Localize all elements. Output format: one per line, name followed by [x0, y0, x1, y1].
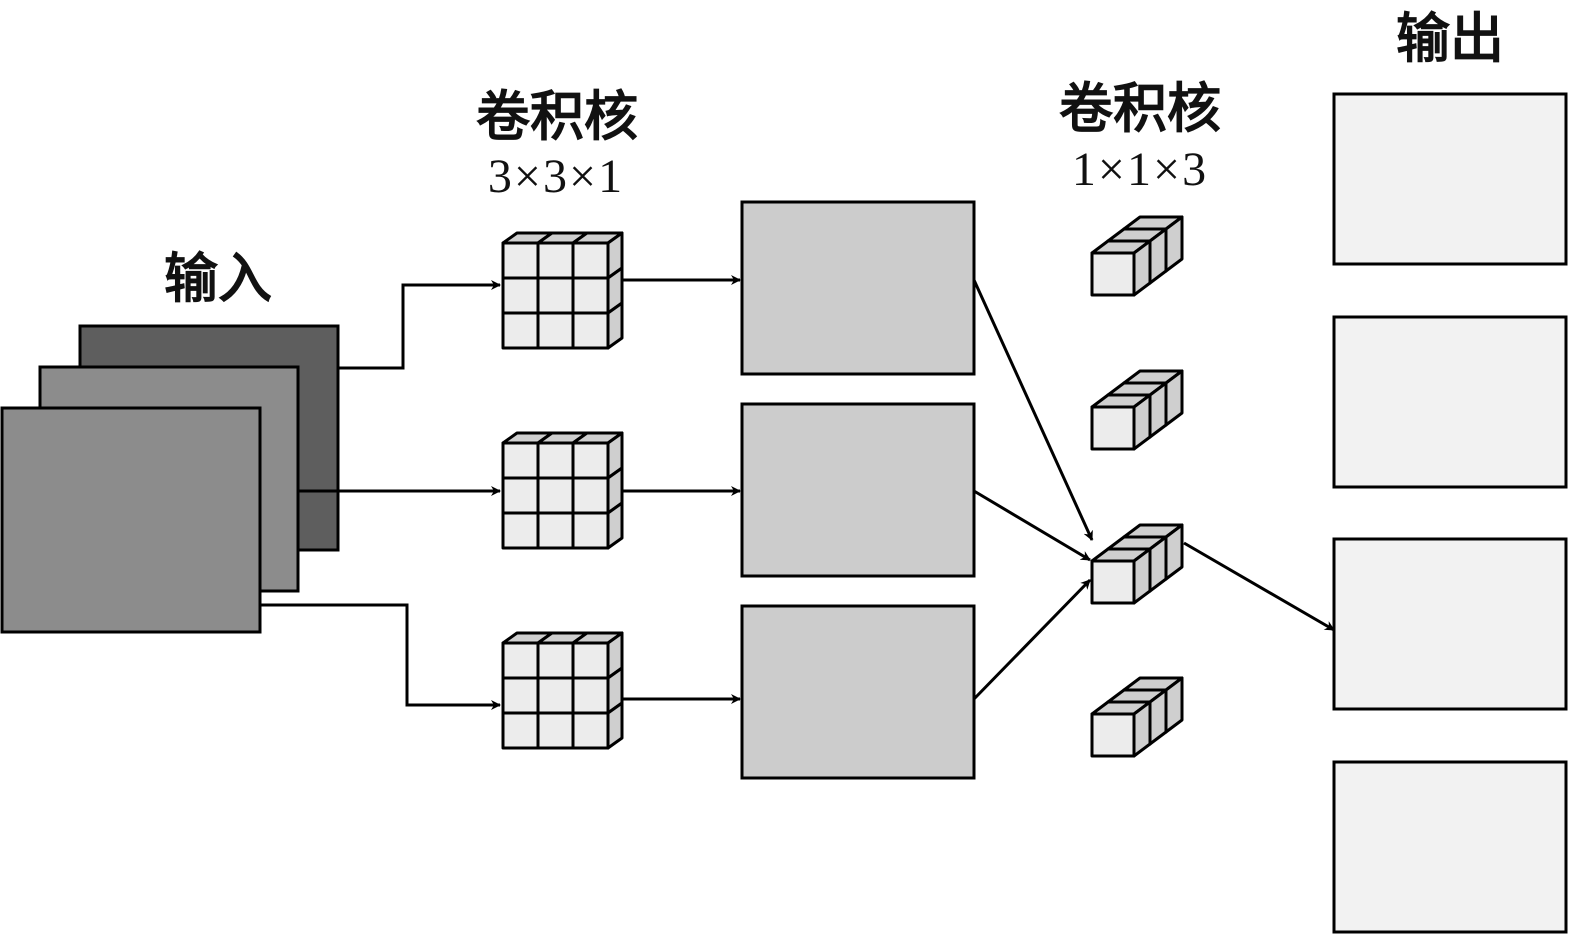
pointwise-kernel-3 — [1090, 523, 1184, 605]
kernel-cell — [501, 476, 540, 515]
kernel-cell — [571, 476, 610, 515]
kernel-3x3-label: 卷积核 — [476, 85, 638, 148]
kernel-cell — [571, 711, 610, 750]
output-label: 输出 — [1396, 7, 1504, 70]
kernel-side-cell — [606, 501, 624, 550]
output-map-2 — [1332, 315, 1568, 489]
input-connectors — [260, 280, 501, 710]
kernel-1x1-dims: 1×1×3 — [1071, 143, 1209, 196]
kernel-cell — [501, 241, 540, 280]
output-map-1 — [1332, 92, 1568, 266]
pointwise-kernel-2 — [1090, 369, 1184, 451]
connector-bottom — [260, 603, 501, 710]
converging-arrows — [972, 279, 1335, 701]
input-label: 输入 — [164, 247, 272, 310]
output-map-3 — [1332, 537, 1568, 711]
kernel-cell — [536, 476, 575, 515]
kernel-cell — [501, 276, 540, 315]
arrow-map1-pointwise — [972, 279, 1094, 541]
kernel-cell — [571, 641, 610, 680]
kernel-cell — [536, 511, 575, 550]
kernel-cell — [536, 311, 575, 350]
arrow-map2-pointwise — [973, 489, 1091, 562]
kernel-cell — [536, 641, 575, 680]
kernel-side-cell — [606, 701, 624, 750]
kernel-cell — [571, 511, 610, 550]
kernel-cell — [501, 711, 540, 750]
connector-top — [338, 280, 501, 370]
kernel-1x1-label: 卷积核 — [1059, 77, 1221, 140]
kernel-cell — [536, 711, 575, 750]
kernel-cell — [571, 441, 610, 480]
cube-front — [1090, 251, 1136, 297]
kernel-cell — [571, 241, 610, 280]
kernel-cell — [536, 441, 575, 480]
arrow-map3-pointwise — [972, 578, 1092, 701]
kernel-cell — [501, 511, 540, 550]
kernel-side-cell — [606, 301, 624, 350]
kernel-3x3-dims: 3×3×1 — [487, 150, 625, 203]
cube-front — [1090, 712, 1136, 758]
kernel-cell — [571, 676, 610, 715]
feature-map-1 — [740, 200, 976, 376]
feature-map-3 — [740, 604, 976, 780]
pointwise-kernels — [1090, 215, 1184, 758]
input-channel-1 — [0, 406, 262, 634]
kernel-cell — [536, 241, 575, 280]
kernel-cell — [501, 311, 540, 350]
intermediate-maps — [740, 200, 976, 780]
kernel-cell — [536, 276, 575, 315]
kernel-cell — [501, 641, 540, 680]
cube-front — [1090, 405, 1136, 451]
depthwise-kernel-3 — [501, 631, 624, 750]
kernel-cell — [501, 676, 540, 715]
depthwise-kernels — [501, 231, 624, 750]
arrow-pointwise-output — [1183, 541, 1335, 632]
input-stack — [0, 324, 340, 634]
pointwise-kernel-1 — [1090, 215, 1184, 297]
kernel-cell — [501, 441, 540, 480]
kernel-to-map-arrows — [622, 275, 741, 704]
kernel-cell — [536, 676, 575, 715]
cube-front — [1090, 559, 1136, 605]
feature-map-2 — [740, 402, 976, 578]
output-maps — [1332, 92, 1568, 934]
kernel-cell — [571, 276, 610, 315]
pointwise-kernel-4 — [1090, 676, 1184, 758]
depthwise-kernel-1 — [501, 231, 624, 350]
depthwise-kernel-2 — [501, 431, 624, 550]
output-map-4 — [1332, 760, 1568, 934]
kernel-cell — [571, 311, 610, 350]
